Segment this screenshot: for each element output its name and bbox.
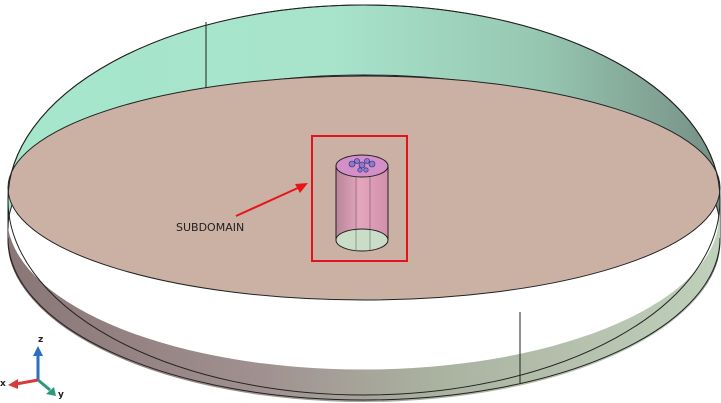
annotation-arrow — [235, 183, 308, 217]
cylinder-bottom-face — [335, 228, 389, 252]
disk-bottom-edge — [7, 237, 721, 401]
subdomain-highlight-box — [311, 135, 408, 262]
axis-x-label: x — [0, 379, 6, 389]
disk-rim-outline — [7, 4, 721, 396]
axis-z-label: z — [38, 335, 43, 345]
subdomain-cylinder[interactable] — [335, 154, 389, 252]
axis-y-label: y — [58, 390, 64, 400]
subdomain-label: SUBDOMAIN — [176, 221, 244, 234]
bubble-cluster-icon — [348, 158, 376, 173]
axis-triad: z x y — [0, 335, 64, 400]
